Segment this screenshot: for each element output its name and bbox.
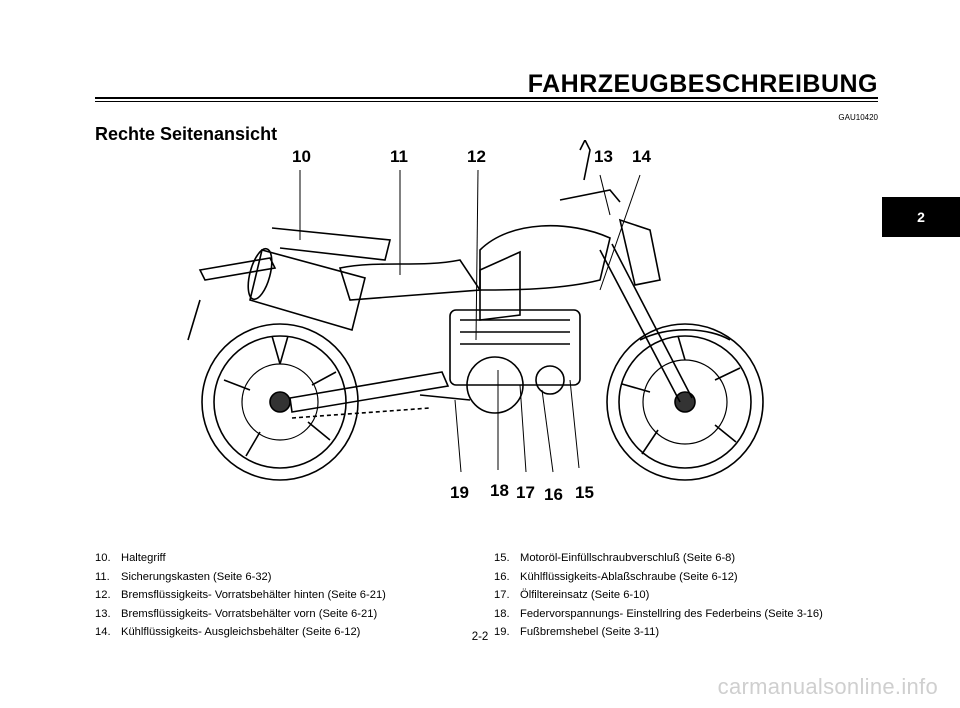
legend-item: 18.Federvorspannungs- Einstellring des F… (494, 607, 823, 620)
callout-12: 12 (467, 147, 486, 166)
watermark: carmanualsonline.info (717, 674, 938, 699)
fuel-tank (479, 224, 611, 291)
page-header-title: FAHRZEUGBESCHREIBUNG (527, 70, 878, 98)
grab-handle (271, 227, 392, 261)
document-code: GAU10420 (838, 113, 878, 122)
legend-item: 14.Kühlflüssigkeits- Ausgleichsbehälter … (95, 626, 361, 638)
callout-17: 17 (516, 483, 535, 502)
callout-15: 15 (575, 483, 594, 502)
callout-13: 13 (594, 147, 613, 166)
callout-16: 16 (544, 485, 563, 504)
section-title: Rechte Seitenansicht (95, 124, 278, 144)
front-fender (639, 329, 731, 341)
callout-19: 19 (450, 483, 469, 502)
handlebar (559, 189, 621, 203)
legend-item: 11.Sicherungskasten (Seite 6-32) (95, 570, 272, 583)
legend-item: 16.Kühlflüssigkeits-Ablaßschraube (Seite… (494, 570, 738, 583)
legend-item: 13.Bremsflüssigkeits- Vorratsbehälter vo… (95, 607, 378, 620)
side-panel (479, 250, 521, 321)
chapter-tab[interactable]: 2 (882, 197, 960, 237)
page-number: 2-2 (471, 631, 489, 643)
drive-chain (291, 407, 431, 419)
callout-10: 10 (292, 147, 311, 166)
header-rule (95, 97, 878, 99)
brake-pedal (419, 394, 471, 401)
callout-11: 11 (390, 147, 408, 166)
legend-item: 19.Fußbremshebel (Seite 3-11) (494, 626, 660, 638)
swing-arm (289, 371, 450, 413)
headlight-cowl (618, 218, 661, 286)
seat (338, 259, 482, 301)
callout-14: 14 (632, 147, 651, 166)
callout-18: 18 (490, 481, 509, 500)
mirror (579, 140, 591, 181)
front-wheel (606, 323, 764, 481)
motorcycle-illustration: 10 11 12 13 14 15 16 17 18 19 (187, 140, 764, 504)
rear-fender (198, 257, 277, 281)
rear-wheel (201, 323, 359, 481)
legend-item: 10.Haltegriff (95, 552, 166, 564)
header-rule-thin (95, 101, 878, 102)
legend-item: 12.Bremsflüssigkeits- Vorratsbehälter hi… (95, 589, 386, 601)
engine-block (449, 309, 581, 386)
legend-item: 17.Ölfiltereinsatz (Seite 6-10) (494, 589, 650, 601)
legend-item: 15.Motoröl-Einfüllschraubverschluß (Seit… (494, 552, 736, 564)
front-fork (599, 243, 693, 403)
legend-left: 10.Haltegriff 11.Sicherungskasten (Seite… (95, 549, 475, 642)
legend-right: 15.Motoröl-Einfüllschraubverschluß (Seit… (494, 549, 894, 642)
exhaust-muffler (249, 249, 366, 332)
